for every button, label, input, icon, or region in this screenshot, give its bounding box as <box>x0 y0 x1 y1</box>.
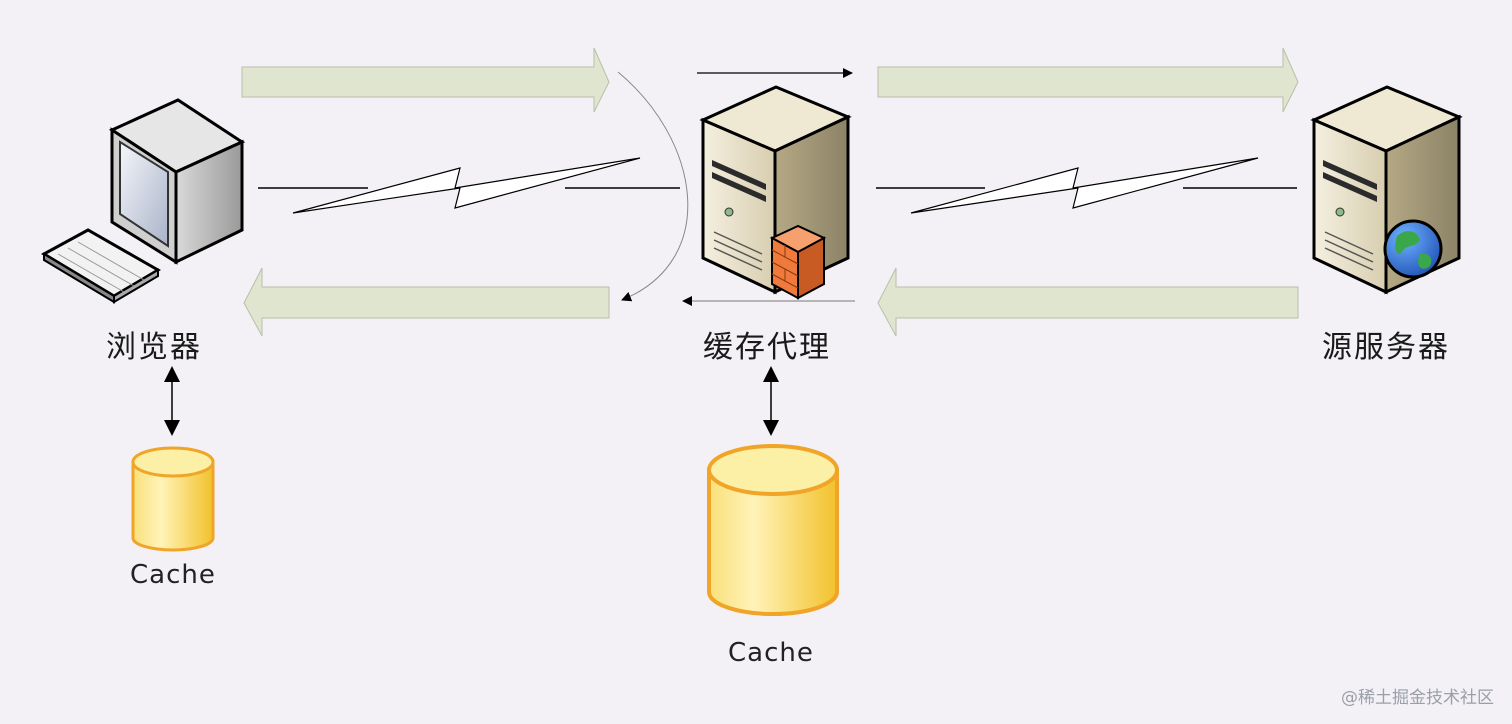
firewall-icon <box>769 224 827 300</box>
response-arrow-origin-to-proxy <box>877 267 1299 337</box>
browser-cache-label: Cache <box>130 560 216 590</box>
computer-icon <box>40 98 246 304</box>
response-arrow-proxy-to-browser <box>243 267 610 337</box>
network-link-proxy-origin <box>876 157 1297 214</box>
watermark: @稀土掘金技术社区 <box>1341 688 1494 708</box>
browser-label: 浏览器 <box>106 330 202 365</box>
network-link-browser-proxy <box>258 157 680 214</box>
origin-server-label: 源服务器 <box>1322 330 1450 365</box>
proxy-label: 缓存代理 <box>703 330 831 365</box>
globe-icon <box>1383 219 1443 279</box>
browser-cache-link <box>164 366 180 436</box>
request-arrow-proxy-to-origin <box>877 47 1299 113</box>
request-arrow-browser-to-proxy <box>241 47 610 113</box>
browser-cache-icon <box>131 446 215 552</box>
proxy-cache-label: Cache <box>728 638 814 668</box>
proxy-cache-link <box>763 366 779 436</box>
proxy-cache-icon <box>707 444 839 616</box>
curved-return-arrow <box>617 71 689 302</box>
